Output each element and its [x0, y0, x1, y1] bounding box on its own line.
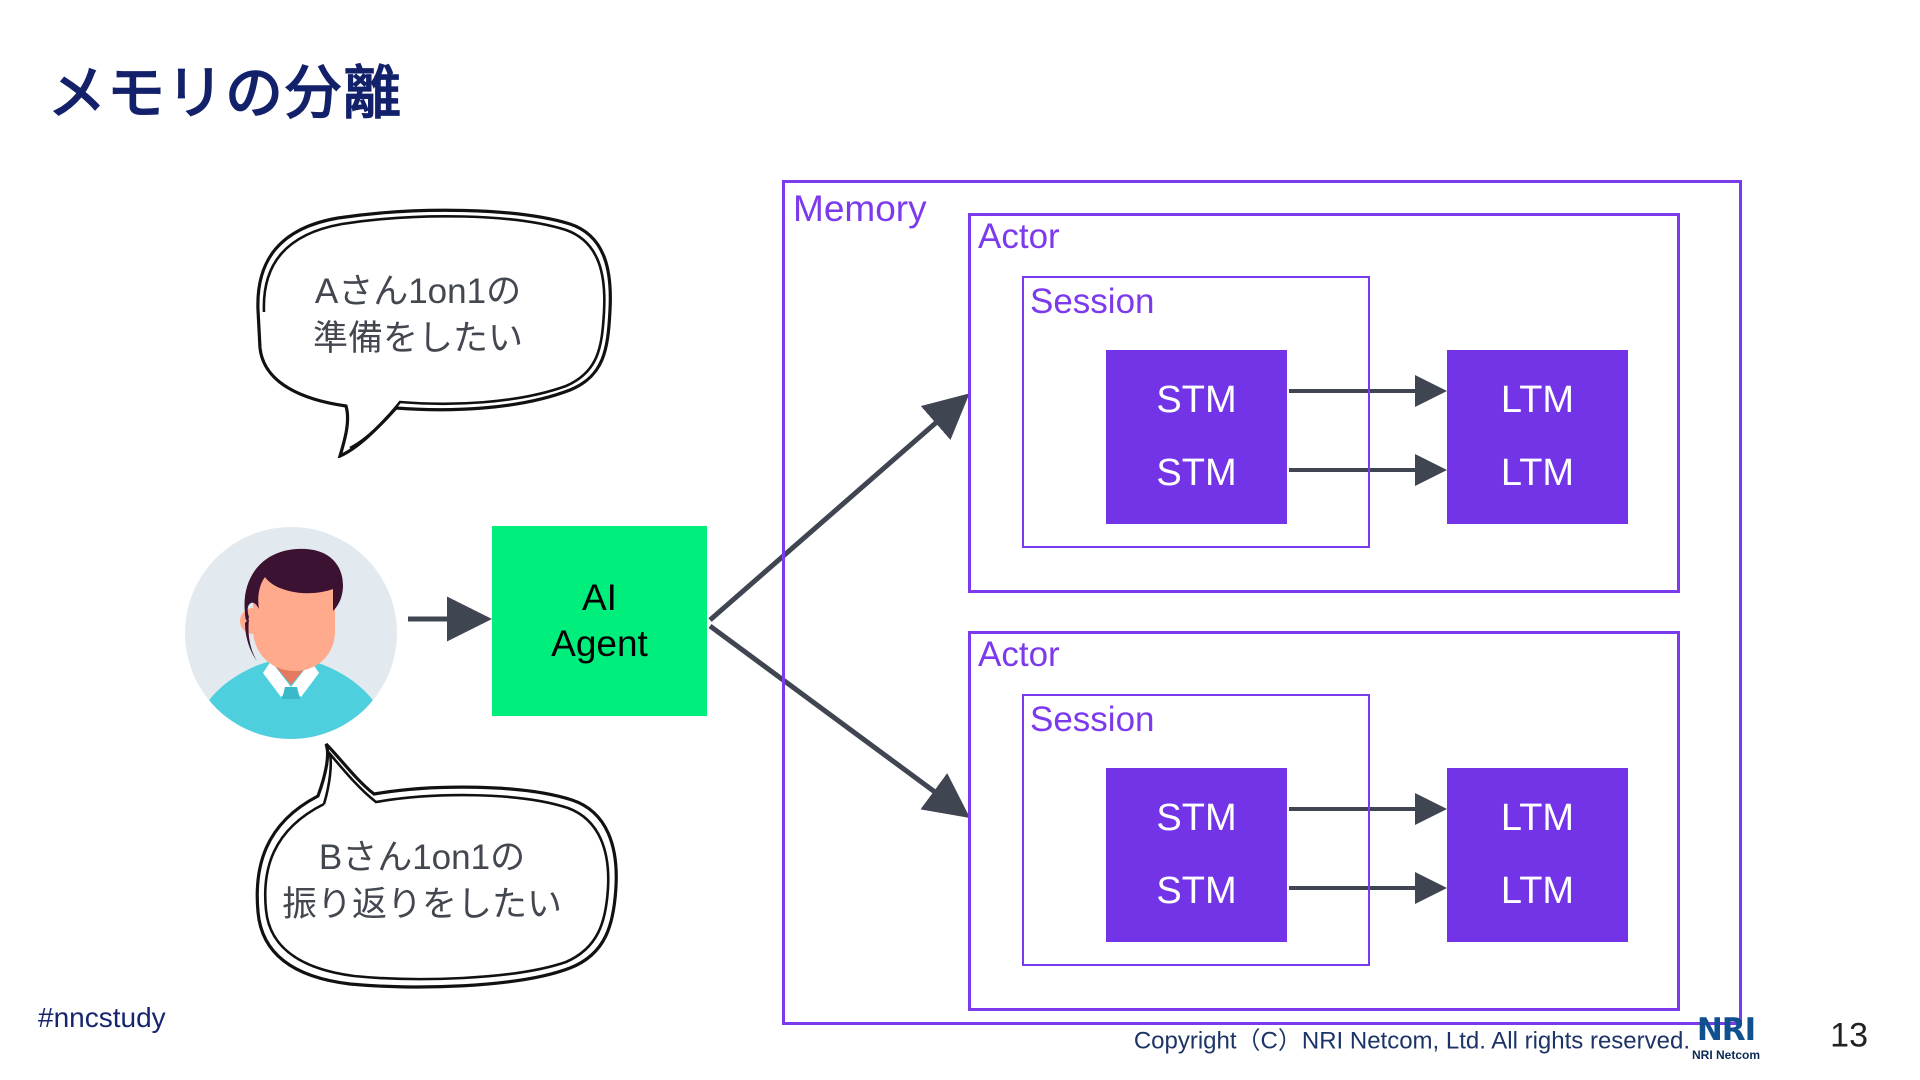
speech-bubble-top-text: Aさん1on1の 準備をしたい	[312, 271, 523, 358]
session-container-2	[1022, 694, 1370, 966]
ltm-block-1: LTM LTM	[1447, 350, 1628, 524]
speech-bubble-top: Aさん1on1の 準備をしたい	[218, 198, 618, 458]
speech-bubble-bottom-text: Bさん1on1の 振り返りをしたい	[281, 837, 562, 924]
ltm-label: LTM	[1500, 452, 1575, 494]
stm-label: STM	[1156, 379, 1237, 421]
stm-label: STM	[1156, 870, 1237, 912]
stm-label: STM	[1156, 797, 1237, 839]
user-avatar	[185, 527, 397, 739]
actor-label-1: Actor	[978, 217, 1060, 256]
stm-block-1: STM STM	[1106, 350, 1287, 524]
ltm-label: LTM	[1500, 797, 1575, 839]
speech-bubble-top-shape	[256, 208, 612, 458]
ltm-label: LTM	[1500, 379, 1575, 421]
memory-label: Memory	[793, 188, 927, 229]
page-title: メモリの分離	[48, 61, 403, 126]
ltm-block-2: LTM LTM	[1447, 768, 1628, 942]
ai-agent-box[interactable]: AI Agent	[492, 526, 707, 716]
stm-label: STM	[1156, 452, 1237, 494]
actor-container-2	[968, 631, 1680, 1011]
session-container-1	[1022, 276, 1370, 548]
ltm-label: LTM	[1500, 870, 1575, 912]
page-number: 13	[1830, 1016, 1868, 1055]
copyright-text: Copyright（C）NRI Netcom, Ltd. All rights …	[1133, 1027, 1690, 1055]
hashtag-label: #nncstudy	[38, 1002, 166, 1033]
actor-container-1	[968, 213, 1680, 593]
nri-logo-mark: NRI	[1696, 1012, 1756, 1048]
nri-logo-subtext: NRI Netcom	[1691, 1048, 1760, 1062]
actor-label-2: Actor	[978, 635, 1060, 674]
nri-netcom-logo: NRI NRI Netcom	[1691, 1012, 1760, 1062]
stm-block-2: STM STM	[1106, 768, 1287, 942]
session-label-2: Session	[1030, 700, 1155, 739]
session-label-1: Session	[1030, 282, 1155, 321]
speech-bubble-bottom: Bさん1on1の 振り返りをしたい	[222, 742, 622, 1000]
speech-bubble-bottom-shape	[255, 742, 618, 989]
memory-container	[782, 180, 1742, 1025]
